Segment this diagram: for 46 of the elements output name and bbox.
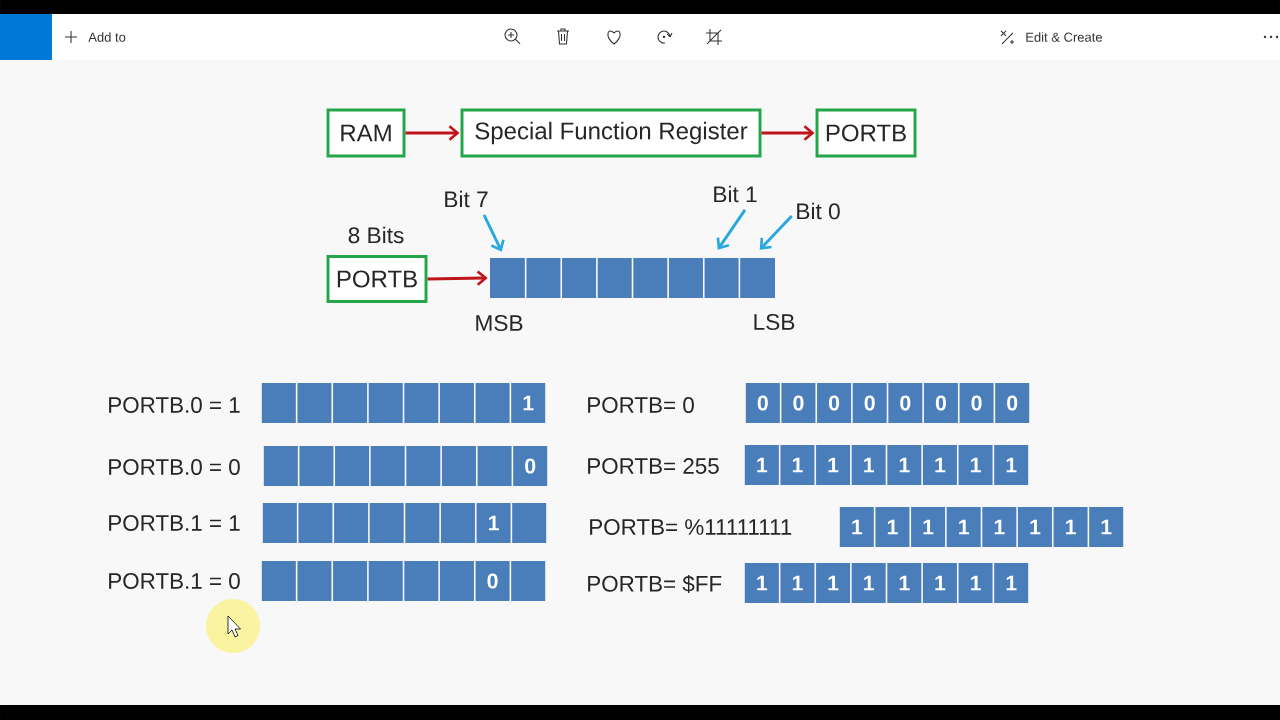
- bit-cell: 0: [888, 383, 923, 423]
- labeled-box: Special Function Register: [460, 108, 762, 158]
- bit-cell: 1: [780, 445, 815, 485]
- arrow: [427, 270, 488, 286]
- register-label: PORTB.1 = 1: [109, 515, 240, 531]
- bit-cell: 1: [816, 445, 851, 485]
- register-bar: [490, 257, 775, 299]
- bit-cell: 1: [476, 503, 511, 543]
- register-label: PORTB= 0: [588, 397, 694, 413]
- bit-cell: 1: [780, 563, 815, 603]
- labeled-box: RAM: [326, 108, 406, 158]
- bit-cell: 1: [875, 507, 910, 547]
- register-label: PORTB= $FF: [588, 574, 722, 594]
- arrow: [405, 125, 460, 141]
- bit-cell: 0: [781, 383, 816, 423]
- labeled-box: PORTB: [815, 108, 917, 158]
- bit-label: Bit 1: [714, 185, 757, 203]
- labeled-box: PORTB: [326, 255, 428, 303]
- bit-cell: 1: [994, 563, 1029, 603]
- arrow: [759, 214, 793, 250]
- register-label: PORTB.0 = 0: [109, 459, 240, 475]
- bit-cell: 1: [911, 507, 946, 547]
- bit-label: Bit 0: [797, 202, 840, 220]
- bit-order-label: LSB: [754, 313, 795, 331]
- bit-cell: 1: [1089, 507, 1124, 547]
- bit-label: Bit 7: [445, 190, 488, 208]
- arrow: [761, 125, 815, 141]
- toolbar-label: Add to: [88, 32, 126, 42]
- bit-cell: 1: [887, 445, 922, 485]
- register-label: PORTB= %11111111: [590, 519, 792, 535]
- bit-order-label: MSB: [476, 314, 523, 332]
- toolbar-label: Edit & Create: [1026, 32, 1102, 42]
- bit-cell: 1: [511, 383, 546, 423]
- register-label: PORTB= 255: [588, 458, 719, 474]
- arrow: [716, 209, 747, 250]
- bit-cell: 1: [816, 563, 851, 603]
- bit-cell: 1: [994, 445, 1029, 485]
- bit-cell: 0: [817, 383, 852, 423]
- caption-label: 8 Bits: [348, 226, 404, 244]
- bit-cell: 1: [982, 507, 1017, 547]
- bit-cell: 0: [995, 383, 1030, 423]
- bit-cell: 0: [513, 446, 548, 486]
- register-label: PORTB.0 = 1: [109, 397, 240, 413]
- register-label: PORTB.1 = 0: [109, 573, 240, 589]
- bit-cell: 1: [887, 563, 922, 603]
- arrow: [482, 214, 505, 252]
